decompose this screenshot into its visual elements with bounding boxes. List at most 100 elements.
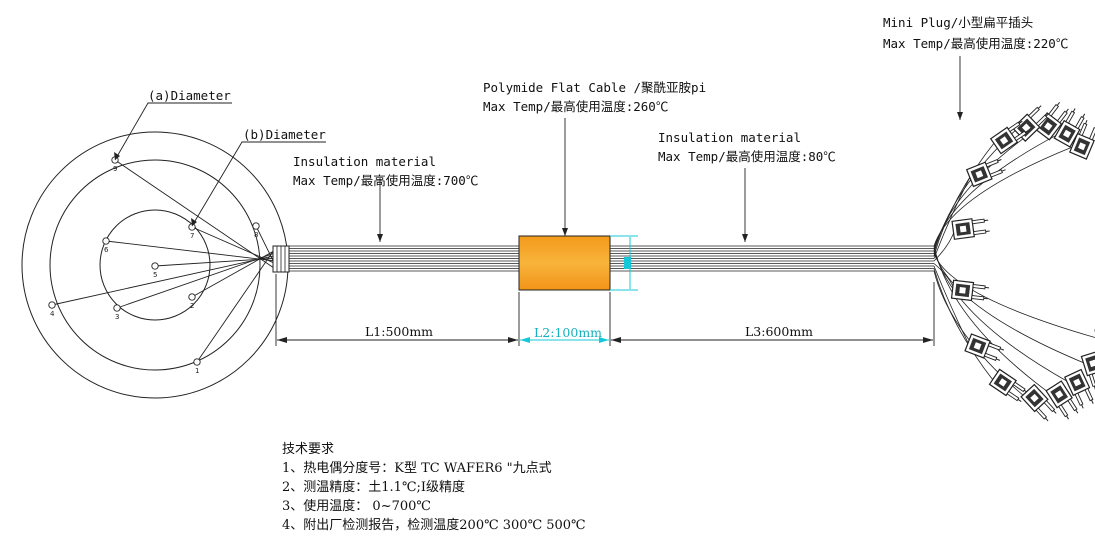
plug-pin-tip-bottom	[1081, 404, 1084, 409]
leader-diameter-b	[191, 141, 326, 227]
wafer-point-3	[113, 304, 121, 312]
label-insulation-left-title: Insulation material	[293, 154, 436, 169]
dim-l2-arrows	[520, 337, 609, 343]
plug-pin-top	[1048, 103, 1060, 117]
label-plug-title: Mini Plug/小型扁平插头	[883, 15, 1034, 30]
mini-plug-5	[989, 120, 1029, 155]
label-insulation-right-temp: Max Temp/最高使用温度:80℃	[658, 149, 836, 164]
plug-pin-bottom	[1058, 404, 1069, 418]
wafer-point-8	[252, 222, 260, 230]
wire-bundle	[289, 245, 934, 272]
plug-pin-tip-bottom	[1044, 417, 1049, 422]
plug-pin-tip-bottom	[1017, 398, 1022, 402]
fan-out-wires	[933, 126, 1095, 399]
mini-plug-6	[965, 159, 1006, 188]
wafer-point-4	[48, 301, 56, 309]
plug-pin-tip-top	[1091, 399, 1094, 404]
dim-l3-label: L3:600mm	[745, 324, 814, 339]
plug-pin-top	[971, 218, 985, 225]
label-plug-temp: Max Temp/最高使用温度:220℃	[883, 36, 1069, 51]
wafer-point-label-1: 1	[195, 367, 199, 375]
mini-plug-9	[964, 333, 1005, 361]
plug-window	[998, 378, 1007, 387]
mini-plug-4	[1011, 105, 1050, 142]
plug-window	[959, 287, 966, 294]
plug-window	[1044, 122, 1053, 131]
notes-heading: 技术要求	[282, 442, 335, 457]
label-insulation-right-title: Insulation material	[658, 130, 801, 145]
plug-window	[975, 170, 984, 179]
plug-pin-top	[1067, 398, 1078, 412]
wafer-point-label-2: 2	[190, 302, 194, 310]
plug-pin-tip-top	[1072, 108, 1076, 113]
label-diameter-a: (a)Diameter	[148, 88, 231, 103]
wafer-point-1	[193, 358, 201, 366]
fan-wire-15	[933, 253, 1095, 338]
plug-pin-top	[972, 284, 986, 290]
plug-window	[1078, 142, 1086, 151]
mini-plug-13	[1063, 368, 1094, 409]
plug-pin-bottom	[971, 294, 985, 301]
fan-wire-6	[933, 174, 972, 259]
plug-pin-top	[1084, 387, 1094, 402]
notes-item-2: 2、测温精度：土1.1℃;I级精度	[282, 480, 466, 495]
flat-cable	[518, 235, 611, 291]
plug-pin-bottom	[1088, 127, 1095, 141]
plug-pin-tip-top	[1085, 120, 1088, 125]
plug-pin-bottom	[973, 229, 987, 236]
flat-cable-section	[518, 235, 611, 291]
plug-pin-top	[1043, 400, 1056, 413]
leader-lines	[114, 56, 961, 242]
mini-plug-11	[1020, 383, 1057, 422]
plug-pin-tip-top	[984, 219, 989, 222]
fan-wire-9	[933, 265, 970, 347]
technical-requirements: 技术要求 1、热电偶分度号：K型 TC WAFER6 "九点式 2、测温精度：土…	[282, 440, 586, 535]
wafer-point-2	[188, 293, 196, 301]
wafer-wire-9	[114, 159, 277, 270]
plug-pin-tip-top	[997, 159, 1002, 162]
plug-pin-tip-top	[1075, 409, 1079, 414]
label-flat-cable-title: Polymide Flat Cable /聚酰亚胺pi	[483, 80, 707, 95]
mini-plug-14	[1080, 350, 1095, 390]
wafer-middle-circle	[49, 159, 261, 371]
wafer-point-label-6: 6	[104, 246, 109, 254]
wafer-point-5	[151, 262, 159, 270]
notes-item-3: 3、使用温度： 0~700℃	[282, 499, 431, 514]
plug-pin-bottom	[983, 352, 998, 361]
wafer-wire-5	[154, 257, 277, 267]
plug-pin-top	[1012, 381, 1026, 393]
plug-pin-bottom	[989, 169, 1003, 178]
wafer-point-label-3: 3	[115, 313, 119, 321]
plug-pin-tip-top	[999, 348, 1005, 351]
plug-pin-top	[985, 159, 999, 168]
wafer-point-label-4: 4	[50, 310, 55, 318]
fan-wire-10	[933, 268, 996, 383]
plug-pin-tip-bottom	[1024, 129, 1029, 133]
dimension-lines	[275, 274, 935, 346]
plug-pin-tip-top	[1053, 410, 1057, 414]
wafer-wire-7	[191, 226, 277, 265]
wafer-point-6	[102, 237, 110, 245]
mini-plug-10	[988, 368, 1028, 402]
plug-pin-tip-top	[1056, 102, 1061, 106]
plug-pin-tip-top	[1037, 105, 1042, 109]
wafer-inner-circle	[99, 209, 211, 321]
leader-diameter-a	[114, 102, 232, 161]
plug-window	[999, 136, 1009, 145]
plug-pin-tip-bottom	[996, 358, 1001, 361]
plug-pin-tip-top	[1018, 120, 1023, 124]
plug-pin-tip-bottom	[1001, 169, 1006, 172]
wafer-point-label-7: 7	[190, 232, 194, 240]
plug-pin-top	[987, 342, 1002, 351]
wafer-point-label-9: 9	[113, 165, 117, 173]
mini-plugs	[950, 102, 1095, 422]
mini-plug-12	[1045, 380, 1079, 420]
plug-window	[1073, 378, 1082, 387]
dim-flat-cable-height	[610, 235, 638, 291]
mini-plug-2	[1053, 108, 1086, 148]
label-flat-cable-temp: Max Temp/最高使用温度:260℃	[483, 99, 669, 114]
plug-pin-tip-bottom	[1082, 113, 1086, 118]
plug-pin-bottom	[1088, 373, 1095, 388]
dimension-arrows	[277, 337, 933, 343]
plug-window	[1062, 129, 1072, 138]
